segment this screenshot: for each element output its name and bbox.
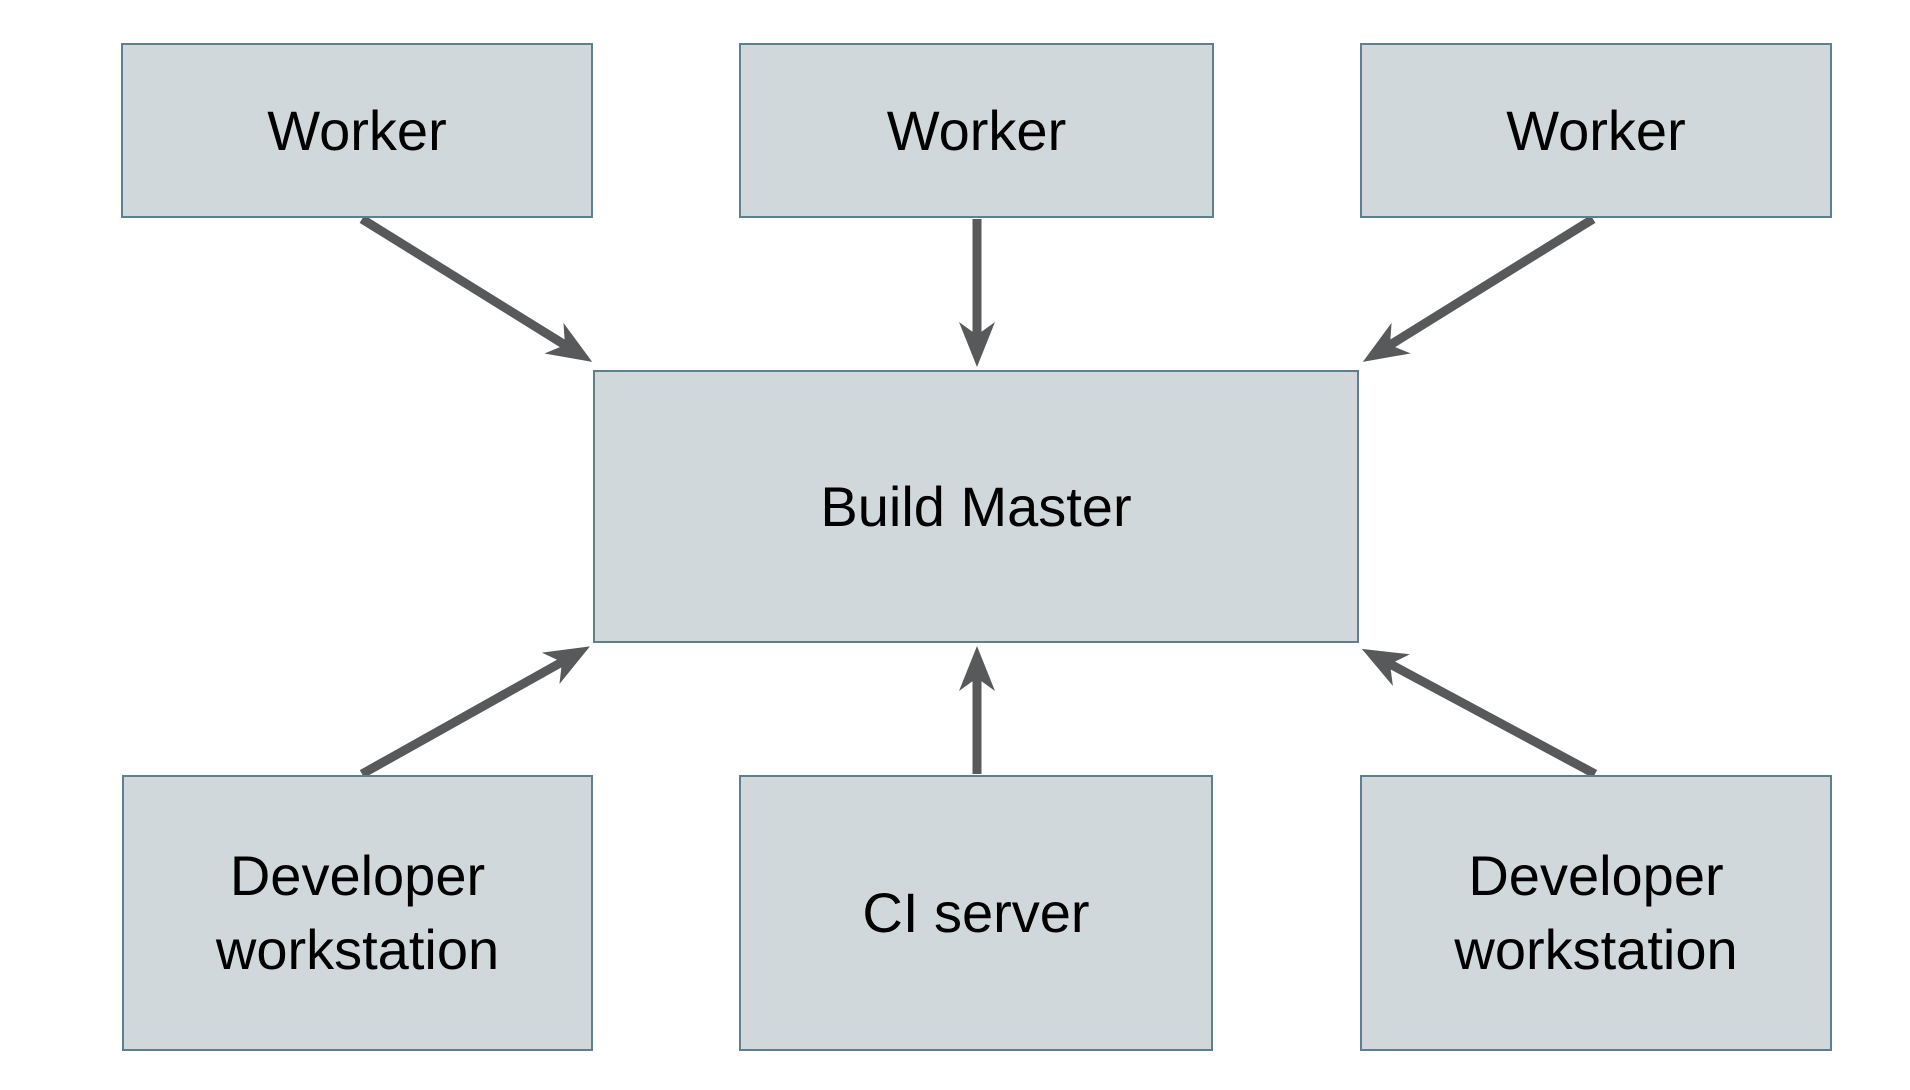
node-worker-2: Worker	[739, 43, 1214, 218]
node-developer-workstation-2: Developer workstation	[1360, 775, 1832, 1051]
arrow-devworkstation1-to-buildmaster	[359, 646, 590, 778]
node-ci-server: CI server	[739, 775, 1213, 1051]
node-worker-3: Worker	[1360, 43, 1832, 218]
node-worker-2-label: Worker	[886, 98, 1067, 162]
node-developer-workstation-1-label: Developer workstation	[215, 844, 500, 981]
node-developer-workstation-1: Developer workstation	[122, 775, 593, 1051]
node-ci-server-label: CI server	[862, 881, 1090, 945]
node-build-master: Build Master	[593, 370, 1359, 643]
arrow-worker3-to-buildmaster	[1362, 215, 1596, 362]
node-developer-workstation-2-label: Developer workstation	[1454, 844, 1738, 981]
arrow-devworkstation2-to-buildmaster	[1361, 648, 1598, 778]
node-worker-3-label: Worker	[1506, 98, 1686, 162]
node-build-master-label: Build Master	[820, 474, 1132, 538]
arrow-worker1-to-buildmaster	[359, 215, 593, 362]
node-worker-1: Worker	[121, 43, 593, 218]
node-worker-1-label: Worker	[267, 98, 447, 162]
